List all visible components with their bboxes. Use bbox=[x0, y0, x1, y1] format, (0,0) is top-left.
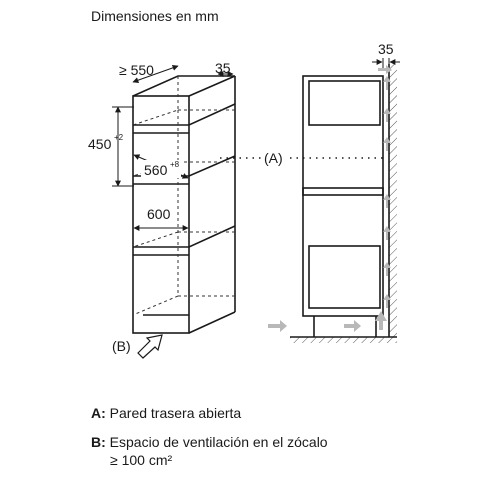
callout-b: (B) bbox=[112, 338, 131, 354]
diagram-title: Dimensiones en mm bbox=[91, 8, 219, 24]
wall-hatch bbox=[389, 64, 397, 337]
cabinet-bottom-edge bbox=[188, 311, 236, 334]
legend-b-text2: ≥ 100 cm² bbox=[110, 452, 173, 468]
floor-hatch bbox=[290, 337, 397, 343]
shelf-3 bbox=[133, 225, 236, 248]
top-appliance bbox=[308, 80, 381, 126]
airflow-up-4 bbox=[383, 194, 391, 208]
cabinet-3d bbox=[132, 75, 236, 334]
shelf-1 bbox=[133, 103, 236, 126]
legend-b-text: Espacio de ventilación en el zócalo bbox=[109, 434, 328, 450]
airflow-up-6 bbox=[383, 108, 391, 122]
legend-a: A: Pared trasera abierta bbox=[91, 404, 241, 422]
dim-gap-right-label: 35 bbox=[378, 41, 394, 57]
airflow-up-1 bbox=[383, 294, 391, 308]
cabinet-front-frame bbox=[132, 95, 190, 334]
legend-a-text: Pared trasera abierta bbox=[109, 405, 242, 421]
airflow-out-top bbox=[378, 65, 392, 74]
callout-b-arrow bbox=[137, 334, 163, 359]
airflow-in-left bbox=[268, 320, 287, 332]
side-view bbox=[302, 75, 384, 337]
legend-a-key: A: bbox=[91, 405, 106, 421]
dim-height-tol: +2 bbox=[114, 133, 124, 142]
airflow-up-5 bbox=[383, 137, 391, 151]
side-cabinet bbox=[302, 75, 384, 317]
dim-depth-label: ≥ 550 bbox=[119, 62, 154, 78]
airflow-up-7 bbox=[383, 76, 391, 90]
dim-inner-width-bg bbox=[141, 160, 181, 178]
cabinet-top bbox=[132, 75, 236, 97]
airflow-up-3 bbox=[383, 226, 391, 240]
legend-b-key: B: bbox=[91, 434, 106, 450]
dim-gap-left-label: 35 bbox=[215, 60, 231, 76]
airflow-in-mid bbox=[344, 320, 361, 332]
airflow-arrows bbox=[268, 65, 392, 332]
airflow-up-bottom bbox=[375, 311, 387, 330]
dim-width-bg bbox=[144, 205, 174, 221]
dim-inner-width-tol: +8 bbox=[170, 160, 180, 169]
dimension-lines bbox=[112, 64, 234, 231]
dim-inner-width-label: 560 bbox=[144, 162, 168, 178]
side-shelf bbox=[302, 187, 384, 196]
dim-width-label: 600 bbox=[147, 206, 171, 222]
callout-a: (A) bbox=[264, 150, 283, 166]
dim-height-label: 450 bbox=[88, 136, 112, 152]
airflow-up-2 bbox=[383, 262, 391, 276]
bottom-appliance bbox=[308, 245, 381, 309]
legend-b: B: Espacio de ventilación en el zócalo bbox=[91, 433, 328, 451]
